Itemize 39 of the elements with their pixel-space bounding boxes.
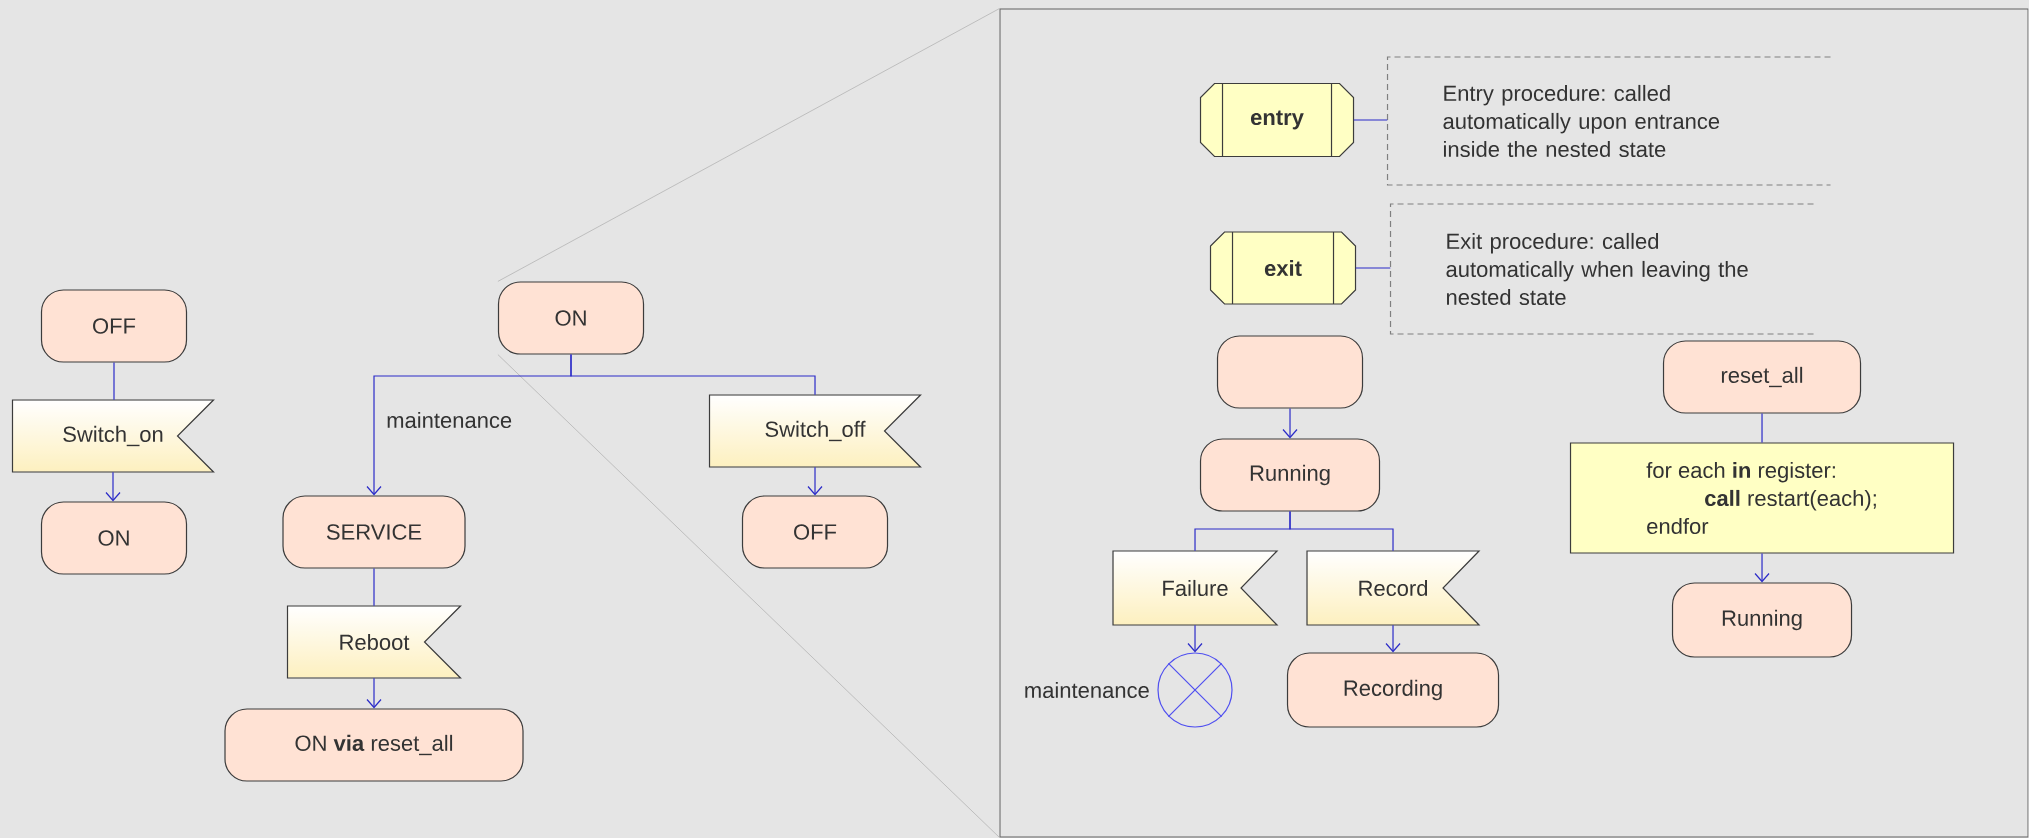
start-state (1216, 335, 1364, 409)
connector-line (1761, 413, 1763, 443)
state-box: ON (40, 501, 188, 575)
state-box: SERVICE (282, 495, 466, 569)
state-box: Running (1671, 582, 1853, 658)
arrow (1385, 624, 1401, 653)
state-box: ON (497, 281, 645, 355)
arrow (807, 466, 823, 496)
connector-line (373, 568, 375, 607)
note-box: Exit procedure: called automatically when leaving the nested state (1389, 203, 1815, 335)
procedure-box: exit (1209, 231, 1357, 305)
input-signal: Failure (1112, 550, 1279, 626)
input-signal: Switch_on (11, 399, 215, 473)
connector-line (1353, 119, 1388, 121)
arrow (366, 677, 382, 709)
arrow (1754, 553, 1770, 583)
state-label: maintenance (1025, 681, 1149, 699)
arrow (1187, 624, 1203, 653)
connector-line (113, 362, 115, 401)
connector-line (1289, 511, 1394, 552)
edge-label: maintenance (384, 409, 515, 431)
task-box: for each in register: call restart(each); endfor (1569, 442, 1955, 554)
connector-line (570, 354, 816, 396)
zoom-line (497, 8, 1000, 282)
input-signal: Record (1306, 550, 1481, 626)
procedure-box: entry (1199, 82, 1355, 158)
state-box: OFF (741, 495, 889, 569)
arrow (105, 471, 121, 502)
input-signal: Switch_off (708, 394, 922, 468)
state-box: OFF (40, 289, 188, 363)
state-box: reset_all (1662, 340, 1862, 414)
state-box: Recording (1286, 652, 1500, 728)
note-box: Entry procedure: called automatically upon entrance inside the nested state (1386, 56, 1832, 186)
input-signal: Reboot (286, 605, 462, 679)
state-box: ON via reset_all (224, 708, 524, 782)
state-box: Running (1199, 438, 1381, 512)
arrow (1282, 408, 1298, 439)
connector-line (1355, 267, 1391, 269)
zoom-line (497, 354, 1000, 838)
